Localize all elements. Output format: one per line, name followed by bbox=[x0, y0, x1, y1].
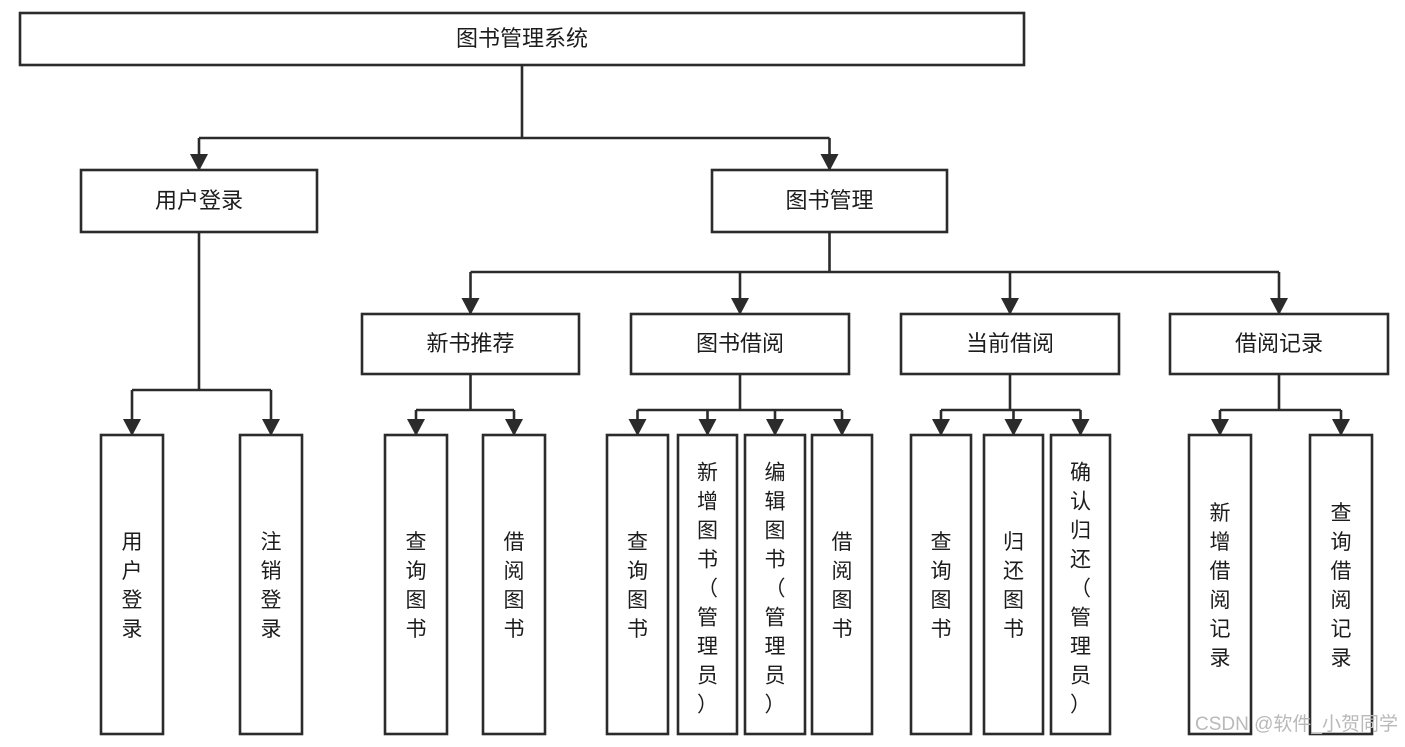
node-label: 编辑图书（管理员） bbox=[765, 462, 786, 717]
arrow-head-icon bbox=[461, 298, 480, 315]
arrow-head-icon bbox=[505, 419, 523, 436]
node-label: 注销登录 bbox=[261, 531, 282, 641]
node-level2-1[interactable]: 用户登录 bbox=[79, 168, 319, 234]
arrow-head-icon bbox=[833, 419, 851, 436]
watermark-text: CSDN @软件_小贺同学 bbox=[1195, 713, 1398, 735]
node-leaf-13[interactable]: 查询借阅记录 bbox=[1308, 433, 1374, 736]
node-leaf-3[interactable]: 查询图书 bbox=[383, 433, 449, 736]
arrow-head-icon bbox=[1332, 419, 1350, 436]
node-rect bbox=[710, 168, 949, 234]
node-boxes: 图书管理系统用户登录图书管理新书推荐图书借阅当前借阅借阅记录用户登录注销登录查询… bbox=[18, 11, 1390, 736]
node-label: 借阅记录 bbox=[1235, 331, 1323, 356]
node-leaf-9[interactable]: 查询图书 bbox=[909, 433, 973, 736]
node-rect bbox=[481, 433, 547, 736]
node-leaf-1[interactable]: 用户登录 bbox=[99, 433, 165, 736]
node-label: 用户登录 bbox=[122, 531, 143, 641]
arrow-head-icon bbox=[1001, 298, 1019, 315]
node-leaf-8[interactable]: 借阅图书 bbox=[810, 433, 874, 736]
node-label: 借阅图书 bbox=[832, 531, 853, 641]
arrow-head-icon bbox=[766, 419, 784, 436]
node-leaf-4[interactable]: 借阅图书 bbox=[481, 433, 547, 736]
node-rect bbox=[899, 312, 1121, 376]
arrow-head-icon bbox=[698, 419, 717, 436]
node-root-book-management-system[interactable]: 图书管理系统 bbox=[18, 11, 1026, 67]
node-leaf-12[interactable]: 新增借阅记录 bbox=[1187, 433, 1253, 736]
node-rect bbox=[1049, 433, 1112, 736]
node-label: 借阅图书 bbox=[504, 531, 525, 641]
node-label: 图书管理 bbox=[785, 188, 873, 213]
node-level3-2[interactable]: 图书借阅 bbox=[629, 312, 851, 376]
arrow-head-icon bbox=[1211, 419, 1229, 436]
node-level2-2[interactable]: 图书管理 bbox=[710, 168, 949, 234]
node-leaf-2[interactable]: 注销登录 bbox=[238, 433, 304, 736]
node-label: 查询图书 bbox=[931, 531, 952, 641]
node-leaf-5[interactable]: 查询图书 bbox=[605, 433, 670, 736]
node-label: 新书推荐 bbox=[426, 331, 514, 356]
node-rect bbox=[383, 433, 449, 736]
node-rect bbox=[676, 433, 739, 736]
node-label: 图书借阅 bbox=[696, 331, 784, 356]
node-label: 查询图书 bbox=[406, 531, 427, 641]
arrow-head-icon bbox=[1004, 419, 1023, 436]
connector-lines bbox=[123, 65, 1350, 436]
arrow-head-icon bbox=[262, 419, 280, 436]
node-rect bbox=[18, 11, 1026, 67]
node-rect bbox=[1187, 433, 1253, 736]
arrow-head-icon bbox=[628, 419, 647, 436]
node-rect bbox=[1168, 312, 1390, 376]
node-leaf-6[interactable]: 新增图书（管理员） bbox=[676, 433, 739, 736]
node-label: 归还图书 bbox=[1003, 531, 1024, 641]
arrow-head-icon bbox=[1071, 419, 1090, 436]
arrow-head-icon bbox=[932, 419, 950, 436]
arrow-head-icon bbox=[731, 298, 749, 315]
node-leaf-7[interactable]: 编辑图书（管理员） bbox=[743, 433, 807, 736]
node-label: 当前借阅 bbox=[966, 331, 1054, 356]
node-label: 图书管理系统 bbox=[456, 26, 588, 51]
node-rect bbox=[238, 433, 304, 736]
node-rect bbox=[605, 433, 670, 736]
node-level3-3[interactable]: 当前借阅 bbox=[899, 312, 1121, 376]
node-rect bbox=[629, 312, 851, 376]
node-leaf-11[interactable]: 确认归还（管理员） bbox=[1049, 433, 1112, 736]
node-rect bbox=[1308, 433, 1374, 736]
arrow-head-icon bbox=[820, 154, 839, 171]
node-rect bbox=[743, 433, 807, 736]
node-rect bbox=[360, 312, 581, 376]
node-level3-4[interactable]: 借阅记录 bbox=[1168, 312, 1390, 376]
node-label: 新增借阅记录 bbox=[1210, 502, 1231, 670]
node-leaf-10[interactable]: 归还图书 bbox=[982, 433, 1045, 736]
node-level3-1[interactable]: 新书推荐 bbox=[360, 312, 581, 376]
node-label: 用户登录 bbox=[155, 188, 243, 213]
arrow-head-icon bbox=[1270, 298, 1288, 315]
node-rect bbox=[99, 433, 165, 736]
node-label: 查询借阅记录 bbox=[1331, 502, 1352, 670]
arrow-head-icon bbox=[190, 154, 208, 171]
node-rect bbox=[79, 168, 319, 234]
node-rect bbox=[909, 433, 973, 736]
node-label: 确认归还（管理员） bbox=[1070, 462, 1091, 717]
node-rect bbox=[810, 433, 874, 736]
arrow-head-icon bbox=[123, 419, 141, 436]
arrow-head-icon bbox=[407, 419, 425, 436]
node-rect bbox=[982, 433, 1045, 736]
node-label: 新增图书（管理员） bbox=[697, 462, 718, 717]
node-label: 查询图书 bbox=[627, 531, 648, 641]
